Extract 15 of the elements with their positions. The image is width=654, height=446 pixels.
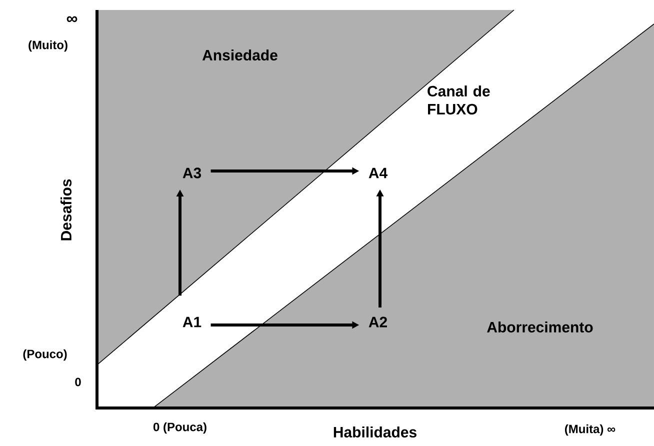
axis-title: Habilidades <box>334 426 416 438</box>
axis-label: (Muito) <box>28 40 68 52</box>
region-label: Ansiedade <box>202 50 278 60</box>
axis-label: 0 (Pouca) <box>153 422 206 434</box>
state-label: A4 <box>368 168 388 178</box>
axis-label: 0 <box>75 378 81 386</box>
region-label: Aborrecimento <box>487 321 593 332</box>
axis-title: Desafios <box>60 179 72 240</box>
state-label: A3 <box>182 168 202 178</box>
state-label: A2 <box>368 316 387 328</box>
infinity-symbol: ∞ <box>66 16 78 22</box>
axis-label: (Pouco) <box>23 349 67 361</box>
region-label: Canal de FLUXO <box>428 86 490 114</box>
state-label: A1 <box>182 316 202 328</box>
axis-label: (Muita) ∞ <box>565 424 616 436</box>
